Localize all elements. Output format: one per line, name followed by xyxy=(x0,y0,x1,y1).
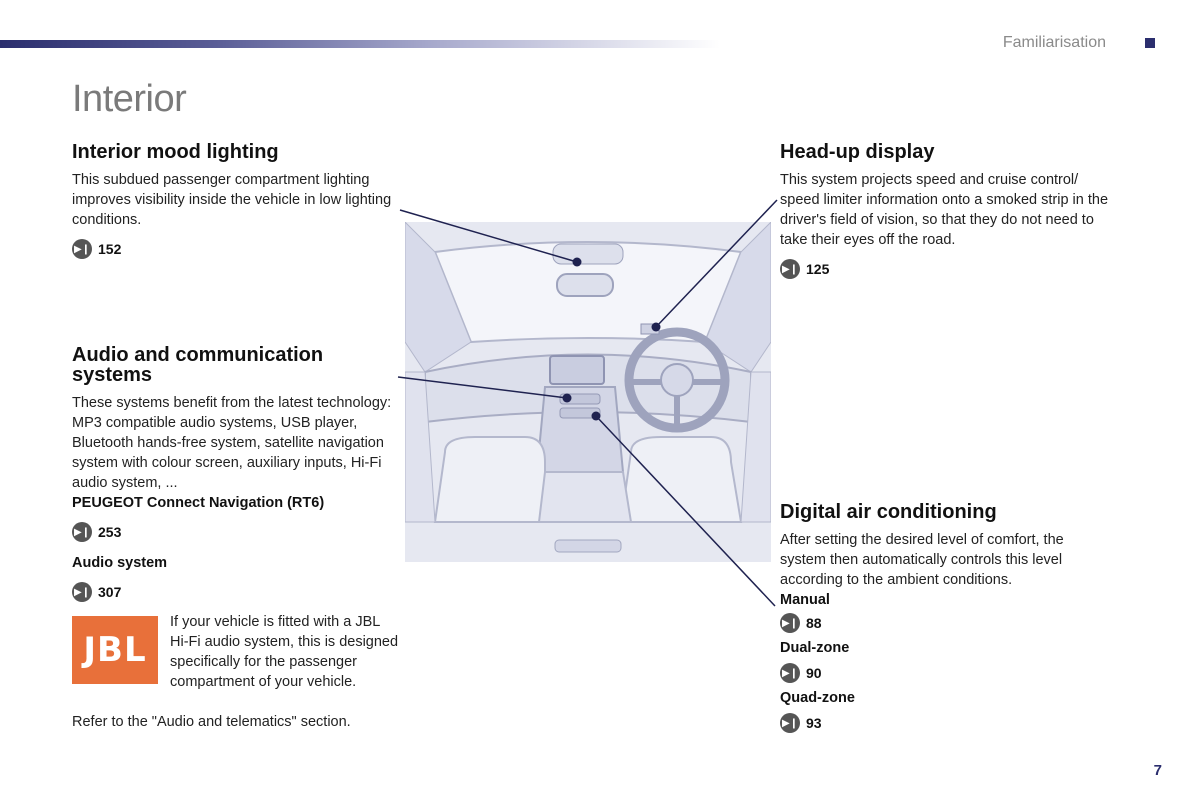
air-conditioning-heading: Digital air conditioning xyxy=(780,501,997,523)
nav-label: PEUGEOT Connect Navigation (RT6) xyxy=(72,495,325,511)
manual-ref[interactable]: ▶❙ 88 xyxy=(780,612,1080,634)
ref-number: 152 xyxy=(98,241,122,257)
mood-lighting-block: Interior mood lighting This subdued pass… xyxy=(72,142,402,260)
page-reference-icon: ▶❙ xyxy=(72,522,92,542)
mood-lighting-body: This subdued passenger compartment light… xyxy=(72,172,392,228)
ref-number: 88 xyxy=(806,615,822,631)
section-marker xyxy=(1145,38,1155,48)
page-reference-icon: ▶❙ xyxy=(72,239,92,259)
quad-zone-label: Quad-zone xyxy=(780,690,855,706)
hud-ref[interactable]: ▶❙ 125 xyxy=(780,258,1110,280)
page-reference-icon: ▶❙ xyxy=(780,613,800,633)
jbl-logo: JBL xyxy=(72,616,158,684)
jbl-text: If your vehicle is fitted with a JBL Hi-… xyxy=(170,614,399,690)
audio-system-label: Audio system xyxy=(72,555,168,571)
section-label: Familiarisation xyxy=(1002,34,1106,51)
mood-lighting-heading: Interior mood lighting xyxy=(72,141,279,163)
ref-number: 90 xyxy=(806,665,822,681)
hud-body: This system projects speed and cruise co… xyxy=(780,172,1109,248)
page-title: Interior xyxy=(72,78,187,120)
page-number: 7 xyxy=(1153,762,1162,779)
audio-block: Audio and communication systems These sy… xyxy=(72,345,392,603)
dual-zone-ref[interactable]: ▶❙ 90 xyxy=(780,662,1080,684)
page-reference-icon: ▶❙ xyxy=(780,713,800,733)
ref-number: 307 xyxy=(98,584,122,600)
page-reference-icon: ▶❙ xyxy=(72,582,92,602)
page-reference-icon: ▶❙ xyxy=(780,663,800,683)
hud-heading: Head-up display xyxy=(780,141,935,163)
quad-zone-ref[interactable]: ▶❙ 93 xyxy=(780,712,1080,734)
audio-heading: Audio and communication systems xyxy=(72,344,324,386)
ref-number: 93 xyxy=(806,715,822,731)
mood-lighting-ref[interactable]: ▶❙ 152 xyxy=(72,238,402,260)
header-gradient-bar xyxy=(0,40,720,48)
nav-ref[interactable]: ▶❙ 253 xyxy=(72,521,392,543)
ref-number: 125 xyxy=(806,261,830,277)
car-interior-illustration xyxy=(405,222,771,562)
hud-block: Head-up display This system projects spe… xyxy=(780,142,1110,280)
dual-zone-label: Dual-zone xyxy=(780,640,850,656)
audio-telematics-reference: Refer to the "Audio and telematics" sect… xyxy=(72,714,351,730)
air-conditioning-block: Digital air conditioning After setting t… xyxy=(780,502,1080,734)
air-conditioning-body: After setting the desired level of comfo… xyxy=(780,532,1064,588)
page-reference-icon: ▶❙ xyxy=(780,259,800,279)
audio-system-ref[interactable]: ▶❙ 307 xyxy=(72,581,392,603)
audio-body: These systems benefit from the latest te… xyxy=(72,395,392,491)
manual-label: Manual xyxy=(780,592,830,608)
ref-number: 253 xyxy=(98,524,122,540)
